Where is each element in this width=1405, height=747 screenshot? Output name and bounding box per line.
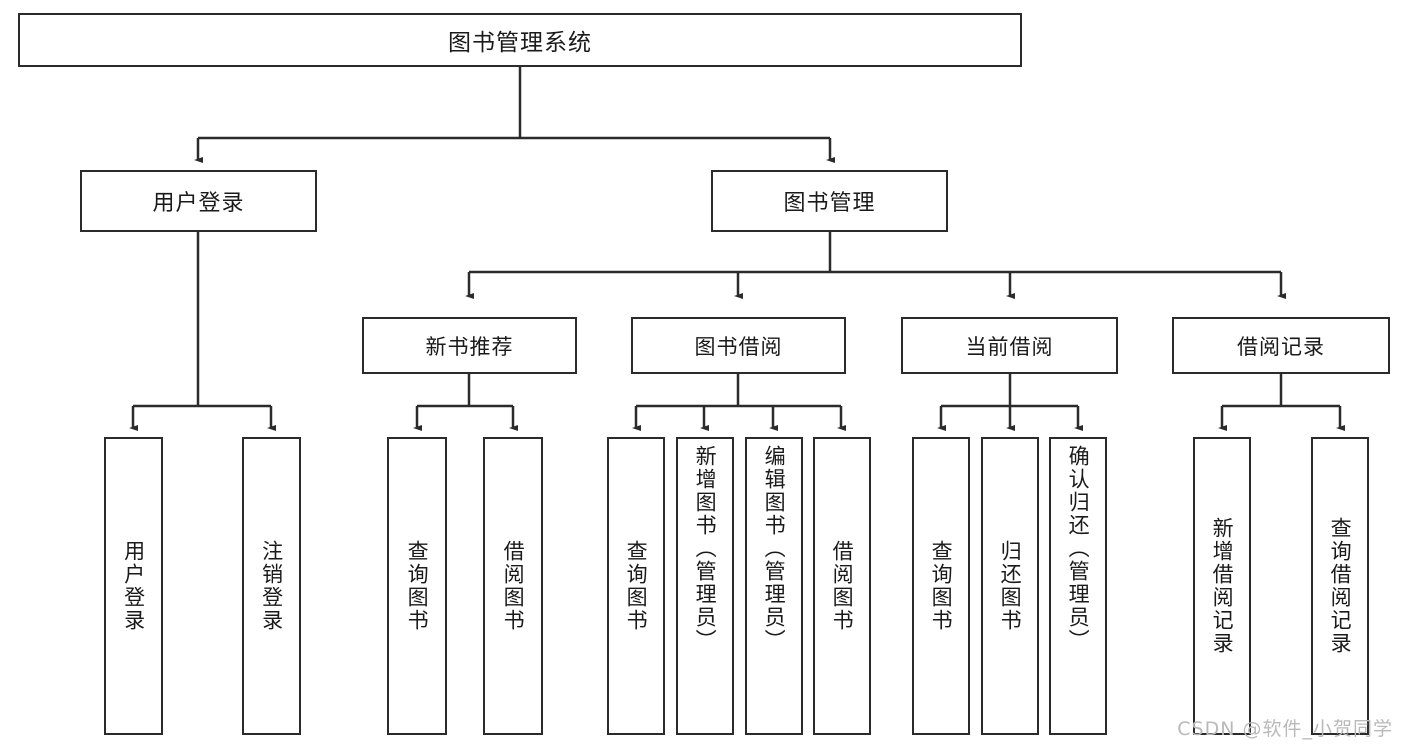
leaf-label: 查询图书 (929, 540, 954, 632)
node-user-login[interactable]: 用户登录 (80, 170, 317, 232)
node-label: 用户登录 (152, 191, 245, 216)
node-label: 新书推荐 (425, 334, 514, 359)
leaf-label: 注销登录 (259, 540, 284, 632)
leaf-record-add-record[interactable]: 新增借阅记录 (1193, 437, 1251, 735)
leaf-borrow-borrow-book[interactable]: 借阅图书 (813, 437, 871, 735)
node-current-borrow[interactable]: 当前借阅 (901, 317, 1118, 374)
leaf-label: 查询图书 (624, 540, 649, 632)
leaf-label: 查询图书 (405, 540, 430, 632)
node-label: 图书借阅 (694, 334, 783, 359)
leaf-borrow-edit-book-admin[interactable]: 编辑图书（管理员） (745, 437, 803, 735)
leaf-user-login-signout[interactable]: 注销登录 (242, 437, 301, 735)
leaf-label: 新增借阅记录 (1210, 517, 1235, 655)
leaf-label: 新增图书（管理员） (693, 445, 718, 652)
leaf-label: 用户登录 (121, 540, 146, 632)
leaf-borrow-add-book-admin[interactable]: 新增图书（管理员） (676, 437, 734, 735)
leaf-label: 归还图书 (998, 540, 1023, 632)
node-root-system[interactable]: 图书管理系统 (18, 13, 1022, 67)
leaf-label: 借阅图书 (501, 540, 526, 632)
leaf-user-login-signin[interactable]: 用户登录 (104, 437, 163, 735)
leaf-recommend-borrow-book[interactable]: 借阅图书 (483, 437, 543, 735)
leaf-label: 确认归还（管理员） (1066, 445, 1091, 652)
leaf-label: 查询借阅记录 (1328, 517, 1353, 655)
node-label: 图书管理系统 (448, 30, 592, 56)
watermark-text: CSDN @软件_小贺同学 (1177, 718, 1393, 740)
leaf-current-return-book[interactable]: 归还图书 (981, 437, 1039, 735)
leaf-recommend-query-book[interactable]: 查询图书 (387, 437, 447, 735)
node-label: 当前借阅 (965, 334, 1054, 359)
node-label: 借阅记录 (1237, 334, 1325, 359)
node-book-borrow[interactable]: 图书借阅 (631, 317, 846, 374)
leaf-current-query-book[interactable]: 查询图书 (912, 437, 970, 735)
node-book-management[interactable]: 图书管理 (711, 170, 948, 232)
leaf-record-query-record[interactable]: 查询借阅记录 (1311, 437, 1369, 735)
leaf-label: 借阅图书 (830, 540, 855, 632)
node-borrow-record[interactable]: 借阅记录 (1172, 317, 1390, 374)
leaf-borrow-query-book[interactable]: 查询图书 (607, 437, 665, 735)
leaf-label: 编辑图书（管理员） (762, 445, 787, 652)
leaf-current-confirm-return-admin[interactable]: 确认归还（管理员） (1049, 437, 1107, 735)
node-new-book-recommend[interactable]: 新书推荐 (362, 317, 577, 374)
node-label: 图书管理 (783, 191, 876, 216)
